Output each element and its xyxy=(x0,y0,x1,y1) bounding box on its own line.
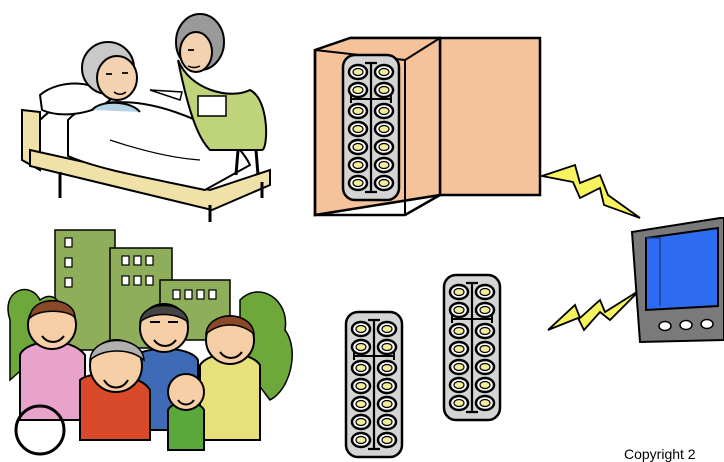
smart-pill-cabinet xyxy=(315,38,540,215)
wireless-signal-bolt xyxy=(542,165,640,330)
bedside-care-illustration xyxy=(22,14,270,222)
handheld-terminal xyxy=(632,218,724,342)
blister-pack-right xyxy=(444,275,500,420)
blister-pack-left xyxy=(346,312,402,457)
community-group-illustration xyxy=(8,230,292,454)
copyright-notice: Copyright 2 xyxy=(624,446,696,462)
blister-pill-packs xyxy=(346,275,500,457)
